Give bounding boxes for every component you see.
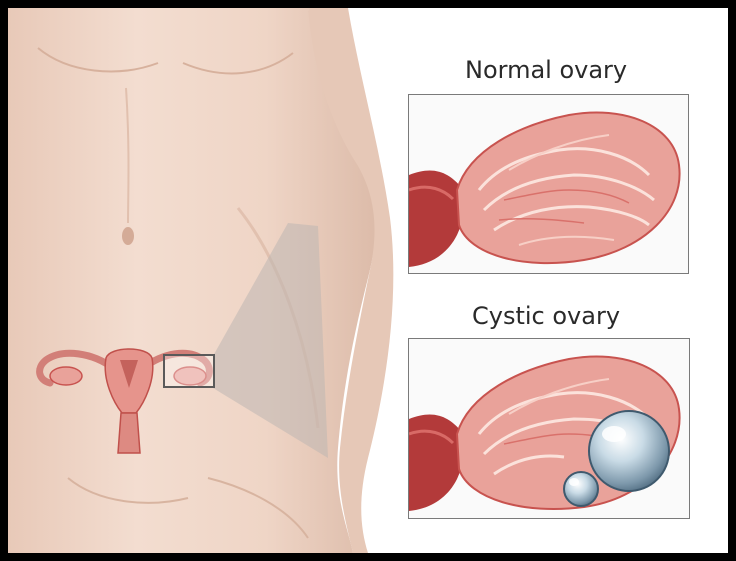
cystic-ovary-panel [408, 338, 690, 519]
cystic-ovary-illustration [409, 339, 689, 518]
torso-silhouette [8, 8, 377, 553]
cystic-ovary-label: Cystic ovary [472, 302, 620, 330]
normal-ovary-illustration [409, 95, 688, 273]
small-cyst [564, 472, 598, 506]
normal-ovary-label: Normal ovary [465, 56, 627, 84]
cervix [118, 413, 140, 453]
normal-ovary-panel [408, 94, 689, 274]
ovarian-vessel [409, 171, 466, 267]
ovary-left [50, 367, 82, 385]
ovary-callout-box [163, 354, 215, 388]
navel [122, 227, 134, 245]
large-cyst [589, 411, 669, 491]
ovarian-vessel [409, 415, 466, 511]
illustration-canvas: Normal ovary Cystic ovary [8, 8, 728, 553]
normal-ovary [457, 112, 680, 263]
